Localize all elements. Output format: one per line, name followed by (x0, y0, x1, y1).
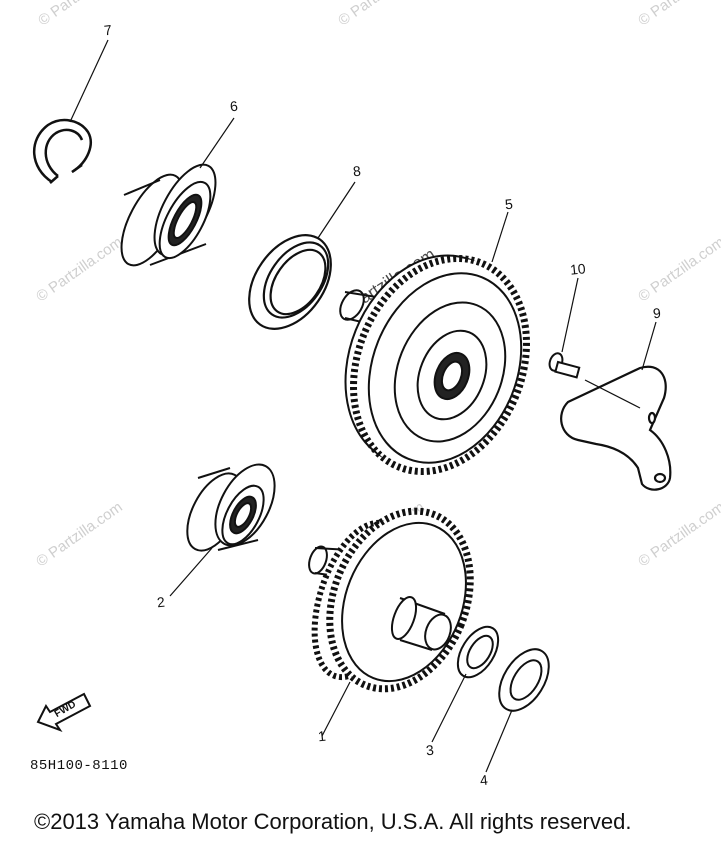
bearing-part-6 (120, 163, 217, 267)
leader-line-6 (199, 117, 235, 169)
callout-8: 8 (352, 162, 362, 180)
plate-part-9 (560, 365, 672, 491)
callout-2: 2 (156, 593, 166, 611)
callout-10: 10 (569, 260, 587, 278)
copyright-notice: ©2013 Yamaha Motor Corporation, U.S.A. A… (34, 809, 632, 834)
oil-seal-part-8 (248, 234, 332, 330)
gear-part-1 (308, 507, 474, 693)
callout-9: 9 (652, 304, 662, 322)
washer-part-4 (498, 648, 550, 712)
bolt-part-10 (548, 352, 581, 379)
leader-line-9 (641, 321, 657, 371)
leader-line-7 (69, 39, 109, 123)
leader-line-3 (431, 673, 467, 743)
callout-5: 5 (504, 195, 514, 213)
circlip-part-7 (32, 118, 92, 184)
callout-4: 4 (479, 771, 489, 789)
gear-part-5 (339, 254, 530, 476)
diagram-part-code: 85H100-8110 (30, 758, 128, 774)
leader-line-1 (321, 681, 351, 737)
bearing-part-2 (186, 463, 276, 552)
leader-line-10 (561, 277, 579, 353)
callout-1: 1 (317, 727, 327, 745)
leader-line-2 (169, 547, 213, 597)
forward-arrow-icon (36, 692, 92, 732)
washer-part-3 (456, 625, 500, 679)
callout-6: 6 (229, 97, 239, 115)
callout-3: 3 (425, 741, 435, 759)
leader-line-5 (491, 211, 509, 263)
leader-line-4 (485, 709, 513, 773)
leader-line-8 (317, 181, 356, 239)
callout-7: 7 (103, 21, 113, 39)
